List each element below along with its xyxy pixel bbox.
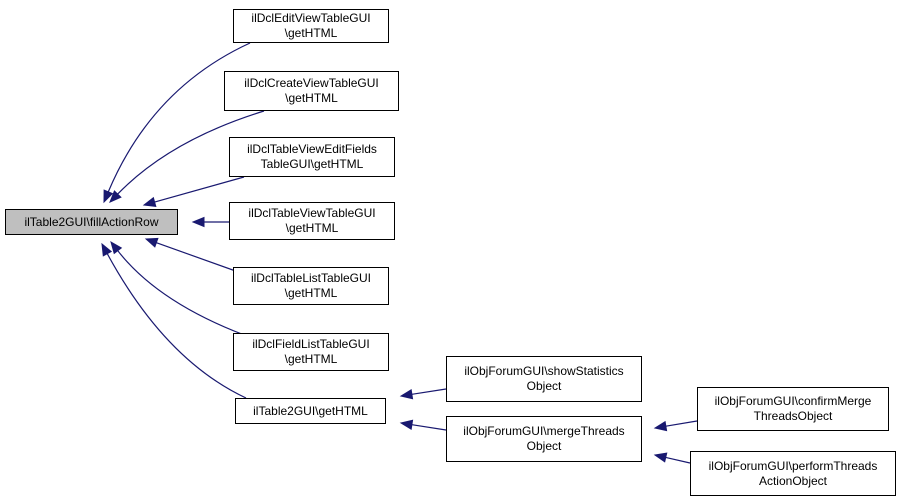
edge-n3-to-n0 — [154, 176, 245, 203]
node-label-line: ilDclTableListTableGUI — [250, 271, 372, 285]
arrowhead-n4-to-n0 — [191, 216, 205, 228]
edge-n1-to-n0 — [107, 42, 251, 193]
arrowhead-n11-to-n9 — [653, 452, 668, 463]
node-label-line: ilObjForumGUI\performThreads — [708, 458, 878, 473]
node-label-line: \getHTML — [285, 221, 339, 235]
node-label-line: ilTable2GUI\getHTML — [253, 403, 368, 418]
caller-node[interactable]: ilDclTableViewTableGUI\getHTML — [229, 202, 395, 240]
node-label-line: ilObjForumGUI\mergeThreads — [463, 424, 625, 438]
node-label-line: ilDclEditViewTableGUI — [251, 11, 371, 25]
arrowhead-n1-to-n0 — [103, 189, 114, 204]
root-function-node[interactable]: ilTable2GUI\fillActionRow — [5, 209, 178, 235]
node-label-line: ilDclCreateViewTableGUI — [244, 76, 379, 90]
node-label-line: Object — [526, 439, 562, 453]
arrowhead-n10-to-n9 — [653, 420, 668, 432]
arrowhead-n9-to-n7 — [399, 419, 414, 430]
arrowhead-n3-to-n0 — [142, 196, 157, 207]
node-label-line: ilObjForumGUI\showStatistics — [464, 364, 624, 378]
edge-n7-to-n0 — [106, 253, 247, 399]
node-label-line: \getHTML — [284, 26, 338, 40]
node-label-line: ilDclFieldListTableGUI — [252, 337, 370, 351]
node-label-line: ilDclTableViewTableGUI — [248, 206, 376, 220]
caller-node[interactable]: ilDclTableListTableGUI\getHTML — [233, 267, 389, 305]
arrowhead-n6-to-n0 — [110, 240, 123, 255]
arrowhead-n5-to-n0 — [144, 237, 159, 248]
node-label-line: ThreadsObject — [753, 409, 833, 423]
edge-n10-to-n9 — [665, 420, 698, 427]
node-label-line: \getHTML — [284, 352, 338, 366]
edge-n9-to-n7 — [411, 424, 447, 431]
edge-n5-to-n0 — [156, 242, 245, 275]
edge-n8-to-n7 — [411, 388, 447, 395]
node-label-line: Object — [526, 379, 562, 393]
node-label-line: ActionObject — [758, 473, 828, 488]
caller-node[interactable]: ilDclEditViewTableGUI\getHTML — [233, 9, 389, 43]
caller-node[interactable]: ilDclCreateViewTableGUI\getHTML — [224, 71, 399, 111]
node-label-line: ilTable2GUI\fillActionRow — [24, 214, 159, 229]
caller-node[interactable]: ilDclFieldListTableGUI\getHTML — [233, 333, 389, 371]
node-label-line: ilDclTableViewEditFields — [247, 142, 377, 156]
caller-node[interactable]: ilTable2GUI\getHTML — [235, 398, 386, 424]
edge-n6-to-n0 — [117, 250, 256, 340]
edge-n2-to-n0 — [117, 110, 265, 195]
node-label-line: ilObjForumGUI\confirmMerge — [714, 394, 872, 408]
arrowhead-n7-to-n0 — [101, 242, 113, 257]
arrowhead-n2-to-n0 — [109, 190, 122, 203]
arrowhead-n8-to-n7 — [399, 389, 414, 400]
node-label-line: \getHTML — [284, 286, 338, 300]
edge-n11-to-n9 — [665, 456, 691, 464]
node-label-line: TableGUI\getHTML — [260, 157, 364, 171]
node-label-line: \getHTML — [285, 91, 338, 105]
